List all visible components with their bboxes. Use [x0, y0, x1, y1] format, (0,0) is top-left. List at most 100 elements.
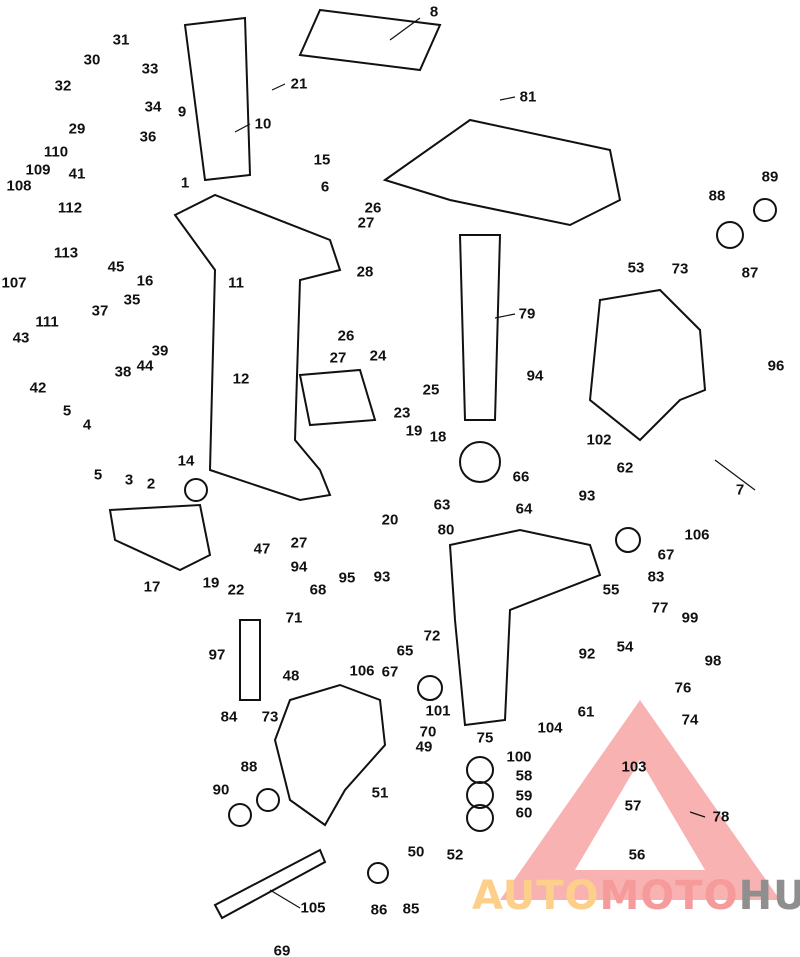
- part-label: 108: [6, 177, 32, 195]
- part-label: 93: [373, 568, 391, 586]
- part-label: 41: [68, 165, 86, 183]
- part-label: 70: [419, 723, 437, 741]
- part-label: 93: [578, 487, 596, 505]
- part-label: 43: [12, 329, 30, 347]
- part-label: 35: [123, 291, 141, 309]
- clamp-bracket-right: [588, 288, 707, 442]
- part-label: 50: [407, 843, 425, 861]
- part-label: 54: [616, 638, 634, 656]
- part-label: 92: [578, 645, 596, 663]
- part-label: 94: [526, 367, 544, 385]
- part-label: 66: [512, 468, 530, 486]
- part-label: 27: [357, 214, 375, 232]
- part-label: 56: [628, 846, 646, 864]
- ring-60: [466, 804, 494, 832]
- part-label: 58: [515, 767, 533, 785]
- part-label: 60: [515, 804, 533, 822]
- part-label: 97: [208, 646, 226, 664]
- part-label: 65: [396, 642, 414, 660]
- exhaust-housing-upper: [183, 16, 252, 182]
- ring-59: [466, 781, 494, 809]
- part-label: 90: [212, 781, 230, 799]
- part-label: 33: [141, 60, 159, 78]
- part-label: 37: [91, 302, 109, 320]
- part-label: 38: [114, 363, 132, 381]
- part-label: 55: [602, 581, 620, 599]
- part-label: 57: [624, 797, 642, 815]
- part-label: 95: [338, 569, 356, 587]
- part-label: 27: [329, 349, 347, 367]
- watermark-logo: AUTOMOTOHUB: [472, 873, 800, 919]
- part-label: 15: [313, 151, 331, 169]
- part-label: 99: [681, 609, 699, 627]
- plug-14: [184, 478, 208, 502]
- swivel-bracket: [448, 528, 602, 727]
- bushing-67: [417, 675, 443, 701]
- part-label: 81: [519, 88, 537, 106]
- part-label: 14: [177, 452, 195, 470]
- part-label: 6: [320, 178, 330, 196]
- part-label: 2: [146, 475, 156, 493]
- part-label: 10: [254, 115, 272, 133]
- ring-66: [459, 441, 501, 483]
- part-label: 24: [369, 347, 387, 365]
- part-label: 1: [180, 174, 190, 192]
- watermark-part-auto: AUTO: [472, 873, 600, 919]
- part-label: 49: [415, 738, 433, 756]
- watermark-part-hub: HUB: [738, 873, 800, 919]
- part-label: 31: [112, 31, 130, 49]
- cover-plate: [298, 368, 377, 427]
- part-label: 19: [202, 574, 220, 592]
- part-label: 69: [273, 942, 291, 957]
- part-label: 45: [107, 258, 125, 276]
- part-label: 101: [425, 702, 451, 720]
- nut-88: [716, 221, 744, 249]
- part-label: 106: [349, 662, 375, 680]
- part-label: 59: [515, 787, 533, 805]
- ring-58: [466, 756, 494, 784]
- part-label: 109: [25, 161, 51, 179]
- part-label: 53: [627, 259, 645, 277]
- part-label: 62: [616, 459, 634, 477]
- part-label: 9: [177, 103, 187, 121]
- part-label: 22: [227, 581, 245, 599]
- bushing-67b: [615, 527, 641, 553]
- part-label: 76: [674, 679, 692, 697]
- exhaust-housing: [173, 193, 342, 502]
- part-label: 25: [422, 381, 440, 399]
- part-label: 94: [290, 558, 308, 576]
- part-label: 106: [684, 526, 710, 544]
- part-label: 27: [290, 534, 308, 552]
- part-label: 112: [57, 199, 83, 217]
- part-label: 32: [54, 77, 72, 95]
- part-label: 78: [712, 808, 730, 826]
- part-label: 39: [151, 342, 169, 360]
- part-label: 96: [767, 357, 785, 375]
- part-label: 8: [429, 3, 439, 21]
- washer-86: [367, 862, 389, 884]
- part-label: 11: [228, 274, 244, 292]
- part-label: 80: [437, 521, 455, 539]
- part-label: 36: [139, 128, 157, 146]
- part-label: 73: [671, 260, 689, 278]
- part-label: 84: [220, 708, 238, 726]
- part-label: 73: [261, 708, 279, 726]
- part-label: 28: [356, 263, 374, 281]
- part-label: 19: [405, 422, 423, 440]
- part-label: 111: [35, 313, 59, 331]
- part-label: 77: [651, 599, 669, 617]
- nut-88b: [256, 788, 280, 812]
- part-label: 20: [381, 511, 399, 529]
- part-label: 4: [82, 416, 92, 434]
- link-97: [239, 619, 261, 701]
- part-label: 5: [93, 466, 103, 484]
- part-label: 83: [647, 568, 665, 586]
- bushing-89: [753, 198, 777, 222]
- part-label: 87: [741, 264, 759, 282]
- part-label: 79: [518, 305, 536, 323]
- watermark-triangle: [500, 700, 780, 900]
- part-label: 98: [704, 652, 722, 670]
- part-label: 16: [136, 272, 154, 290]
- part-label: 18: [429, 428, 447, 446]
